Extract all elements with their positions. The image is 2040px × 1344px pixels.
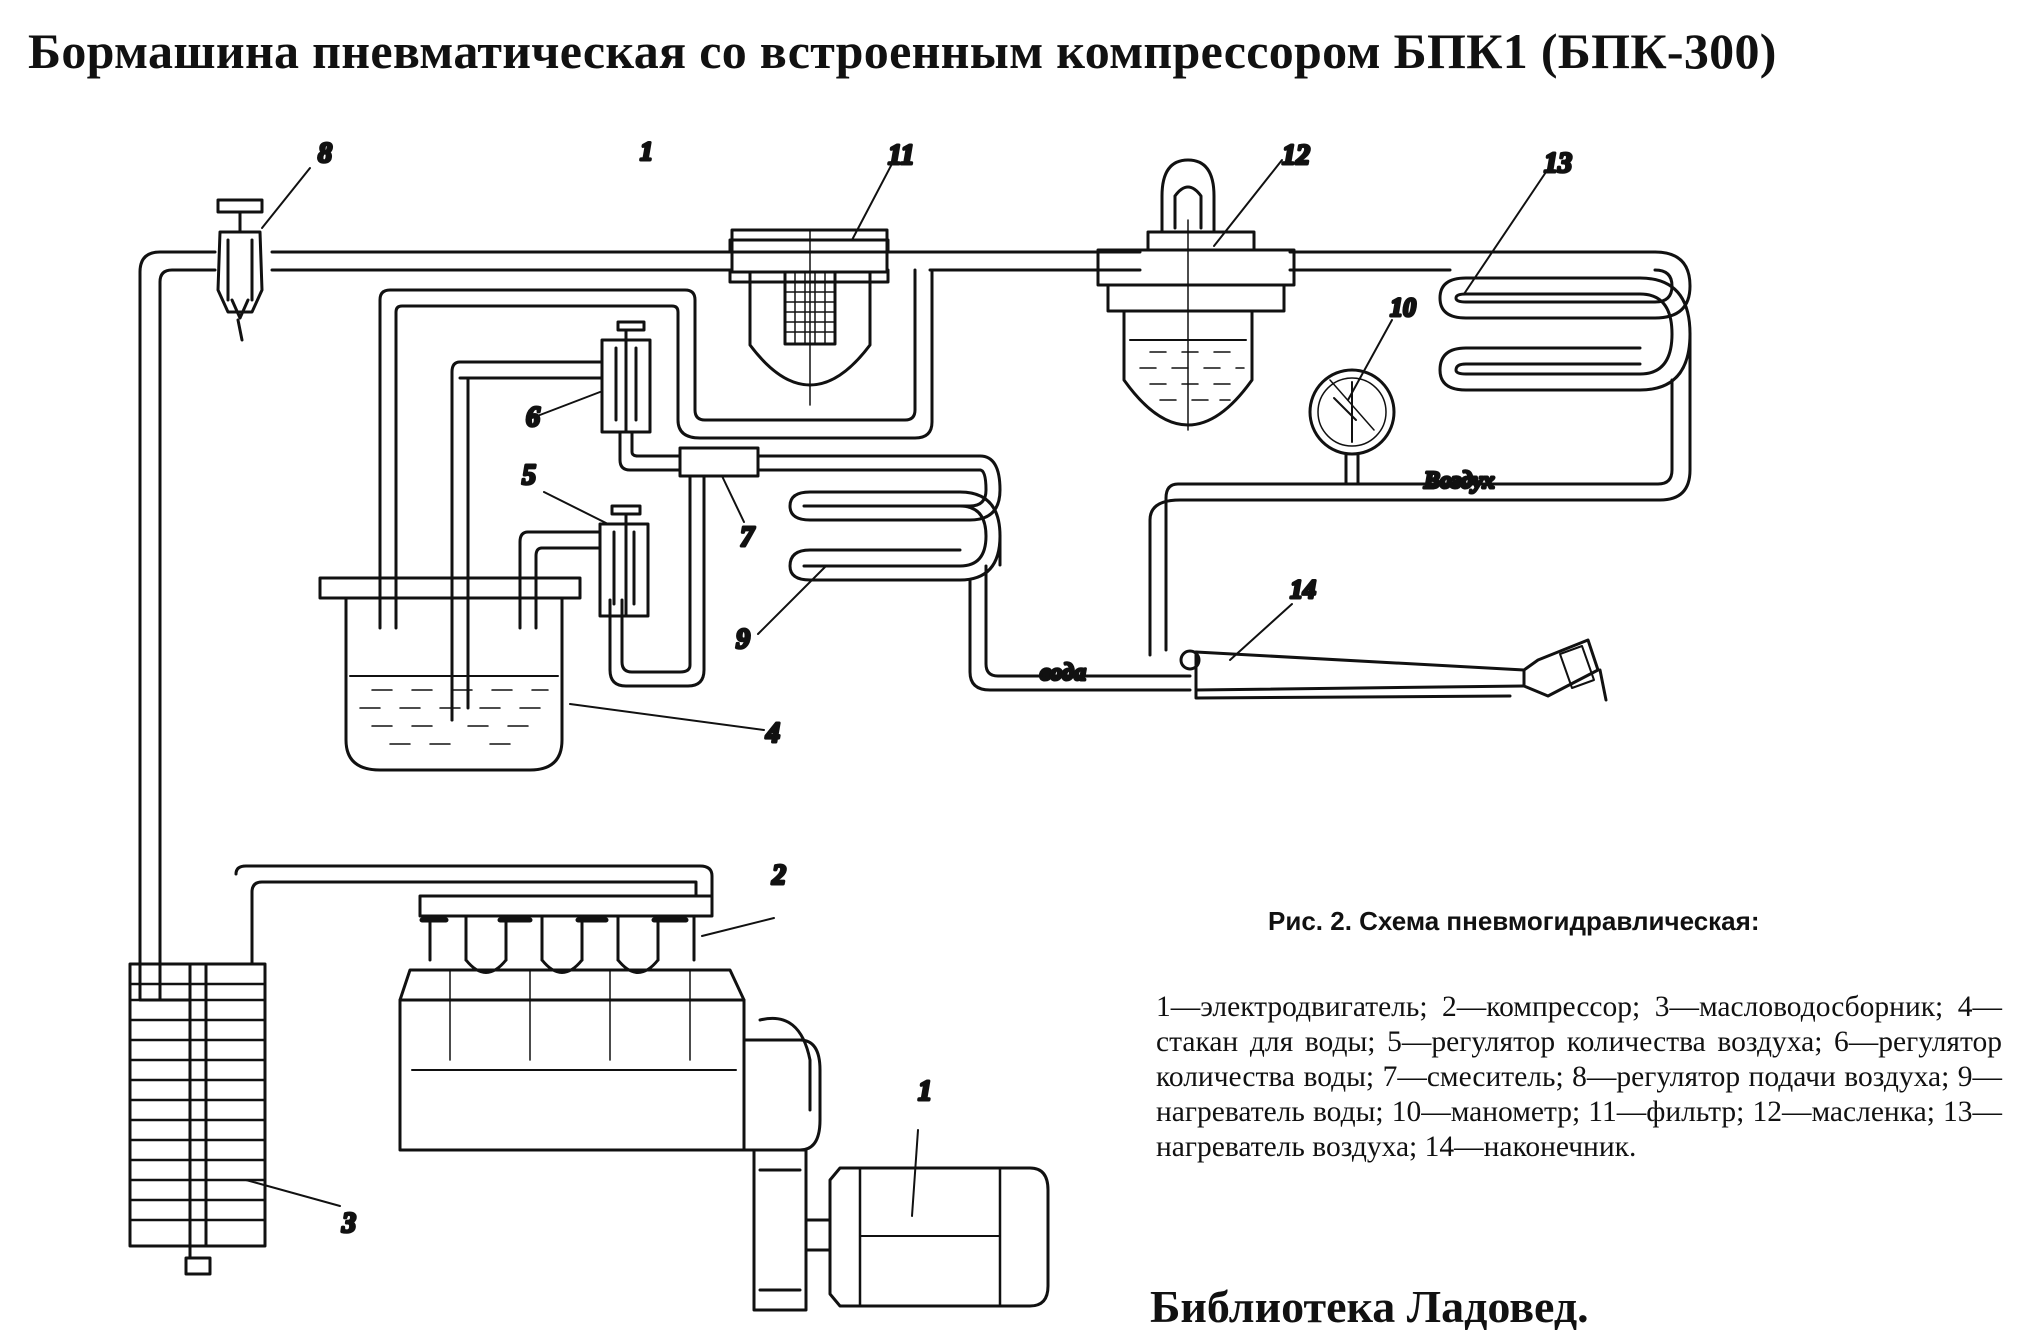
air-heater-coil	[1148, 250, 1692, 657]
callout-13: 13	[1544, 148, 1572, 179]
callout-14: 14	[1290, 575, 1316, 604]
water-regulator	[450, 320, 682, 722]
belt-drive	[742, 1016, 822, 1312]
main-air-pipe	[138, 238, 1657, 1002]
callout-9: 9	[736, 624, 750, 655]
water-pressure-pipe	[378, 268, 934, 630]
air-supply-regulator-valve	[216, 198, 264, 342]
callout-2: 2	[771, 860, 786, 891]
callout-10: 10	[1390, 293, 1416, 322]
callout-3: 3	[341, 1208, 356, 1239]
callout-6: 6	[526, 402, 540, 433]
electric-motor	[804, 1166, 1050, 1308]
water-cup	[318, 576, 582, 772]
callout-11: 11	[888, 140, 914, 171]
figure-caption-title: Рис. 2. Схема пневмогидравлическая:	[1268, 906, 1760, 936]
oil-water-collector	[128, 864, 714, 1276]
handpiece	[1179, 638, 1608, 702]
callout-1-top: 1	[640, 137, 653, 166]
oiler	[1096, 158, 1296, 431]
water-flow-label: вода	[1040, 660, 1086, 686]
callout-12: 12	[1282, 140, 1310, 171]
mixer	[608, 446, 982, 688]
page-title: Бормашина пневматическая со встроенным к…	[28, 23, 1777, 79]
callout-8: 8	[318, 138, 332, 169]
air-flow-label: Воздух	[1423, 468, 1495, 494]
callout-1: 1	[918, 1076, 932, 1107]
callout-leaders	[245, 159, 1547, 1217]
callout-5: 5	[522, 460, 536, 491]
air-filter	[730, 228, 889, 406]
library-signature: Библиотека Ладовед.	[1150, 1281, 1589, 1332]
callout-4: 4	[765, 718, 780, 749]
callout-7: 7	[740, 522, 755, 553]
air-regulator	[518, 504, 650, 630]
figure-legend: 1—электродвигатель; 2—компрессор; 3—масл…	[1156, 991, 2002, 1163]
manometer	[1308, 368, 1396, 486]
water-heater-coil	[788, 454, 1192, 692]
compressor	[398, 894, 746, 1152]
